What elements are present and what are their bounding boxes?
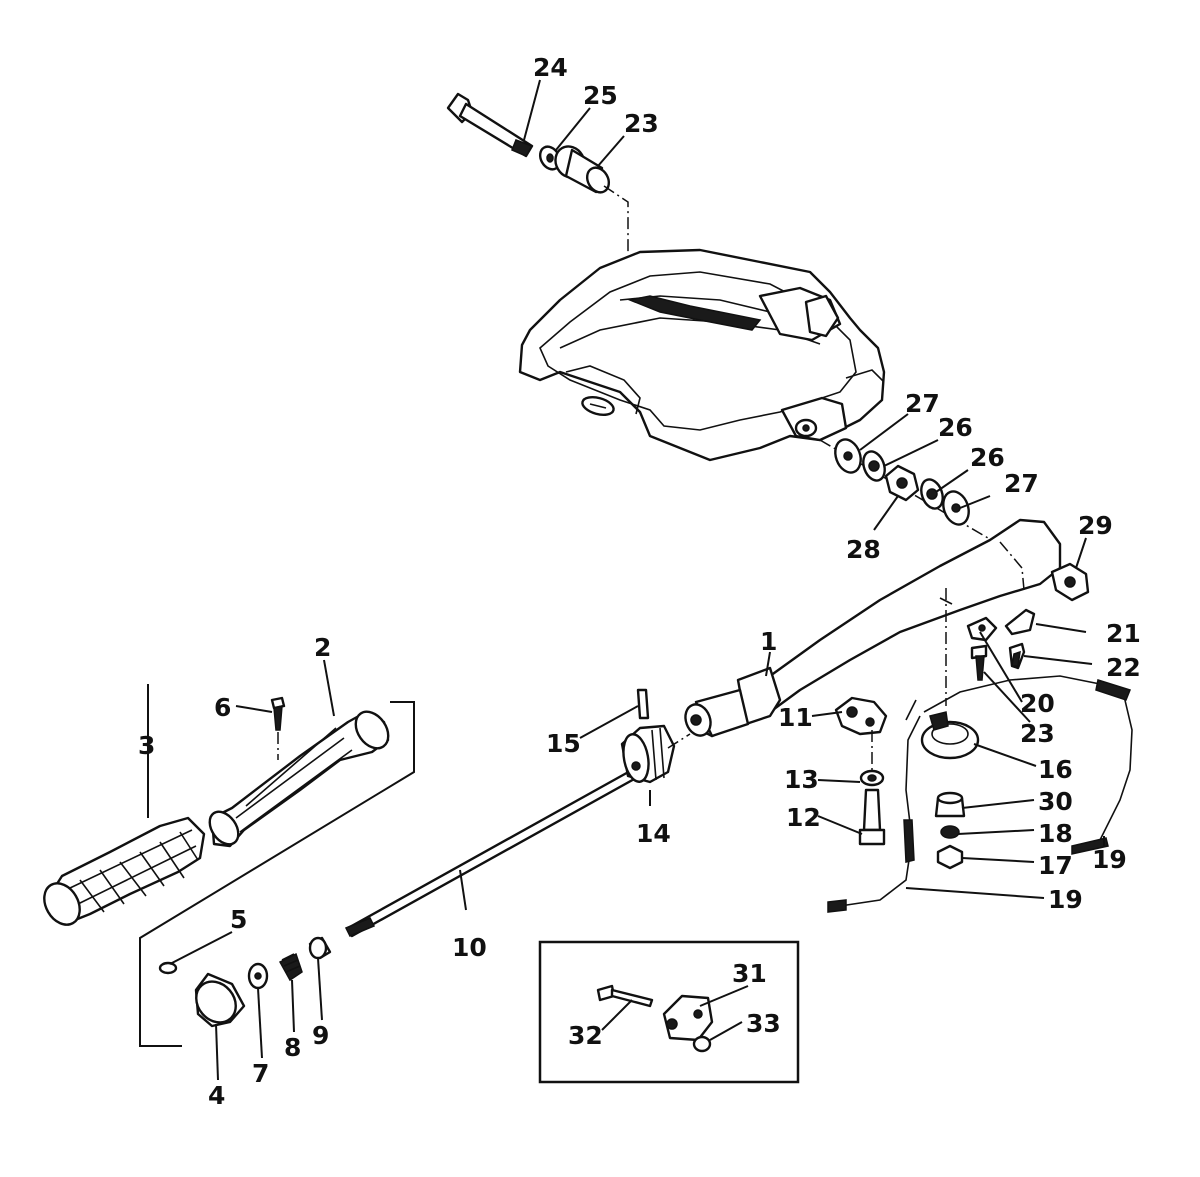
callout-27b: 27 (1004, 469, 1039, 498)
tiller-arm-1 (684, 518, 1062, 738)
callouts: 24 25 23 27 26 26 27 28 29 1 2 6 3 15 14… (138, 53, 1141, 1110)
callout-31: 31 (732, 959, 767, 988)
throttle-grip-2 (208, 710, 390, 848)
callout-10: 10 (452, 933, 487, 962)
callout-14: 14 (636, 819, 671, 848)
axis-line-top (603, 185, 629, 255)
callout-26a: 26 (938, 413, 973, 442)
callout-28: 28 (846, 535, 881, 564)
screw-6 (270, 696, 286, 731)
nut-29 (1050, 562, 1090, 602)
callout-16: 16 (1038, 755, 1073, 784)
bushing-4 (194, 972, 246, 1028)
callout-13: 13 (784, 765, 819, 794)
washer-27a (834, 438, 862, 474)
tilt-bolt-24 (446, 92, 534, 158)
grip-sleeve-3 (43, 816, 206, 926)
callout-22: 22 (1106, 653, 1141, 682)
clip-21 (1004, 608, 1036, 636)
throttle-cam-16 (920, 711, 980, 760)
callout-23a: 23 (624, 109, 659, 138)
callout-21: 21 (1106, 619, 1141, 648)
callout-2: 2 (314, 633, 331, 662)
bracket-11 (834, 696, 888, 736)
callout-32: 32 (568, 1021, 603, 1050)
axis-line-shaft (667, 733, 691, 749)
callout-23b: 23 (1020, 719, 1055, 748)
callout-18: 18 (1038, 819, 1073, 848)
callout-25: 25 (583, 81, 618, 110)
sleeve-9 (308, 936, 332, 960)
washer-26a (862, 450, 886, 482)
callout-11: 11 (778, 703, 813, 732)
washer-18 (940, 825, 960, 839)
bushing-23 (554, 145, 611, 194)
bushing-30 (934, 791, 966, 818)
callout-17: 17 (1038, 851, 1073, 880)
callout-4: 4 (208, 1081, 225, 1110)
callout-27a: 27 (905, 389, 940, 418)
gear-14 (620, 724, 676, 784)
bracket-31 (662, 994, 714, 1042)
pin-5 (158, 961, 178, 975)
grip-bracket-line (139, 701, 415, 1047)
nut-33 (692, 1035, 712, 1053)
bolt-12 (858, 788, 886, 846)
callout-33: 33 (746, 1009, 781, 1038)
washer-26b (920, 478, 944, 510)
screw-32 (596, 984, 654, 1008)
callout-24: 24 (533, 53, 568, 82)
callout-5: 5 (230, 905, 247, 934)
cable-19 (827, 675, 1133, 913)
callout-7: 7 (252, 1059, 269, 1088)
spring-8 (278, 952, 303, 982)
callout-19b: 19 (1048, 885, 1083, 914)
locknut-28 (884, 464, 920, 502)
inset-frame (538, 940, 800, 1084)
pin-15 (636, 688, 650, 720)
callout-19a: 19 (1092, 845, 1127, 874)
callout-3: 3 (138, 731, 155, 760)
washer-7 (247, 962, 269, 990)
screw-22 (1008, 642, 1026, 670)
nut-17 (936, 844, 964, 870)
callout-29: 29 (1078, 511, 1113, 540)
shaft-10 (344, 768, 638, 938)
callout-6: 6 (214, 693, 231, 722)
washer-13 (859, 769, 885, 787)
washer-27b (942, 490, 970, 526)
callout-26b: 26 (970, 443, 1005, 472)
callout-15: 15 (546, 729, 581, 758)
bracket-20 (966, 616, 998, 642)
swivel-bracket (518, 248, 886, 462)
callout-9: 9 (312, 1021, 329, 1050)
leader-lines (147, 79, 1105, 1081)
callout-8: 8 (284, 1033, 301, 1062)
callout-1: 1 (760, 627, 777, 656)
callout-30: 30 (1038, 787, 1073, 816)
callout-20: 20 (1020, 689, 1055, 718)
screw-23 (970, 644, 988, 681)
callout-12: 12 (786, 803, 821, 832)
